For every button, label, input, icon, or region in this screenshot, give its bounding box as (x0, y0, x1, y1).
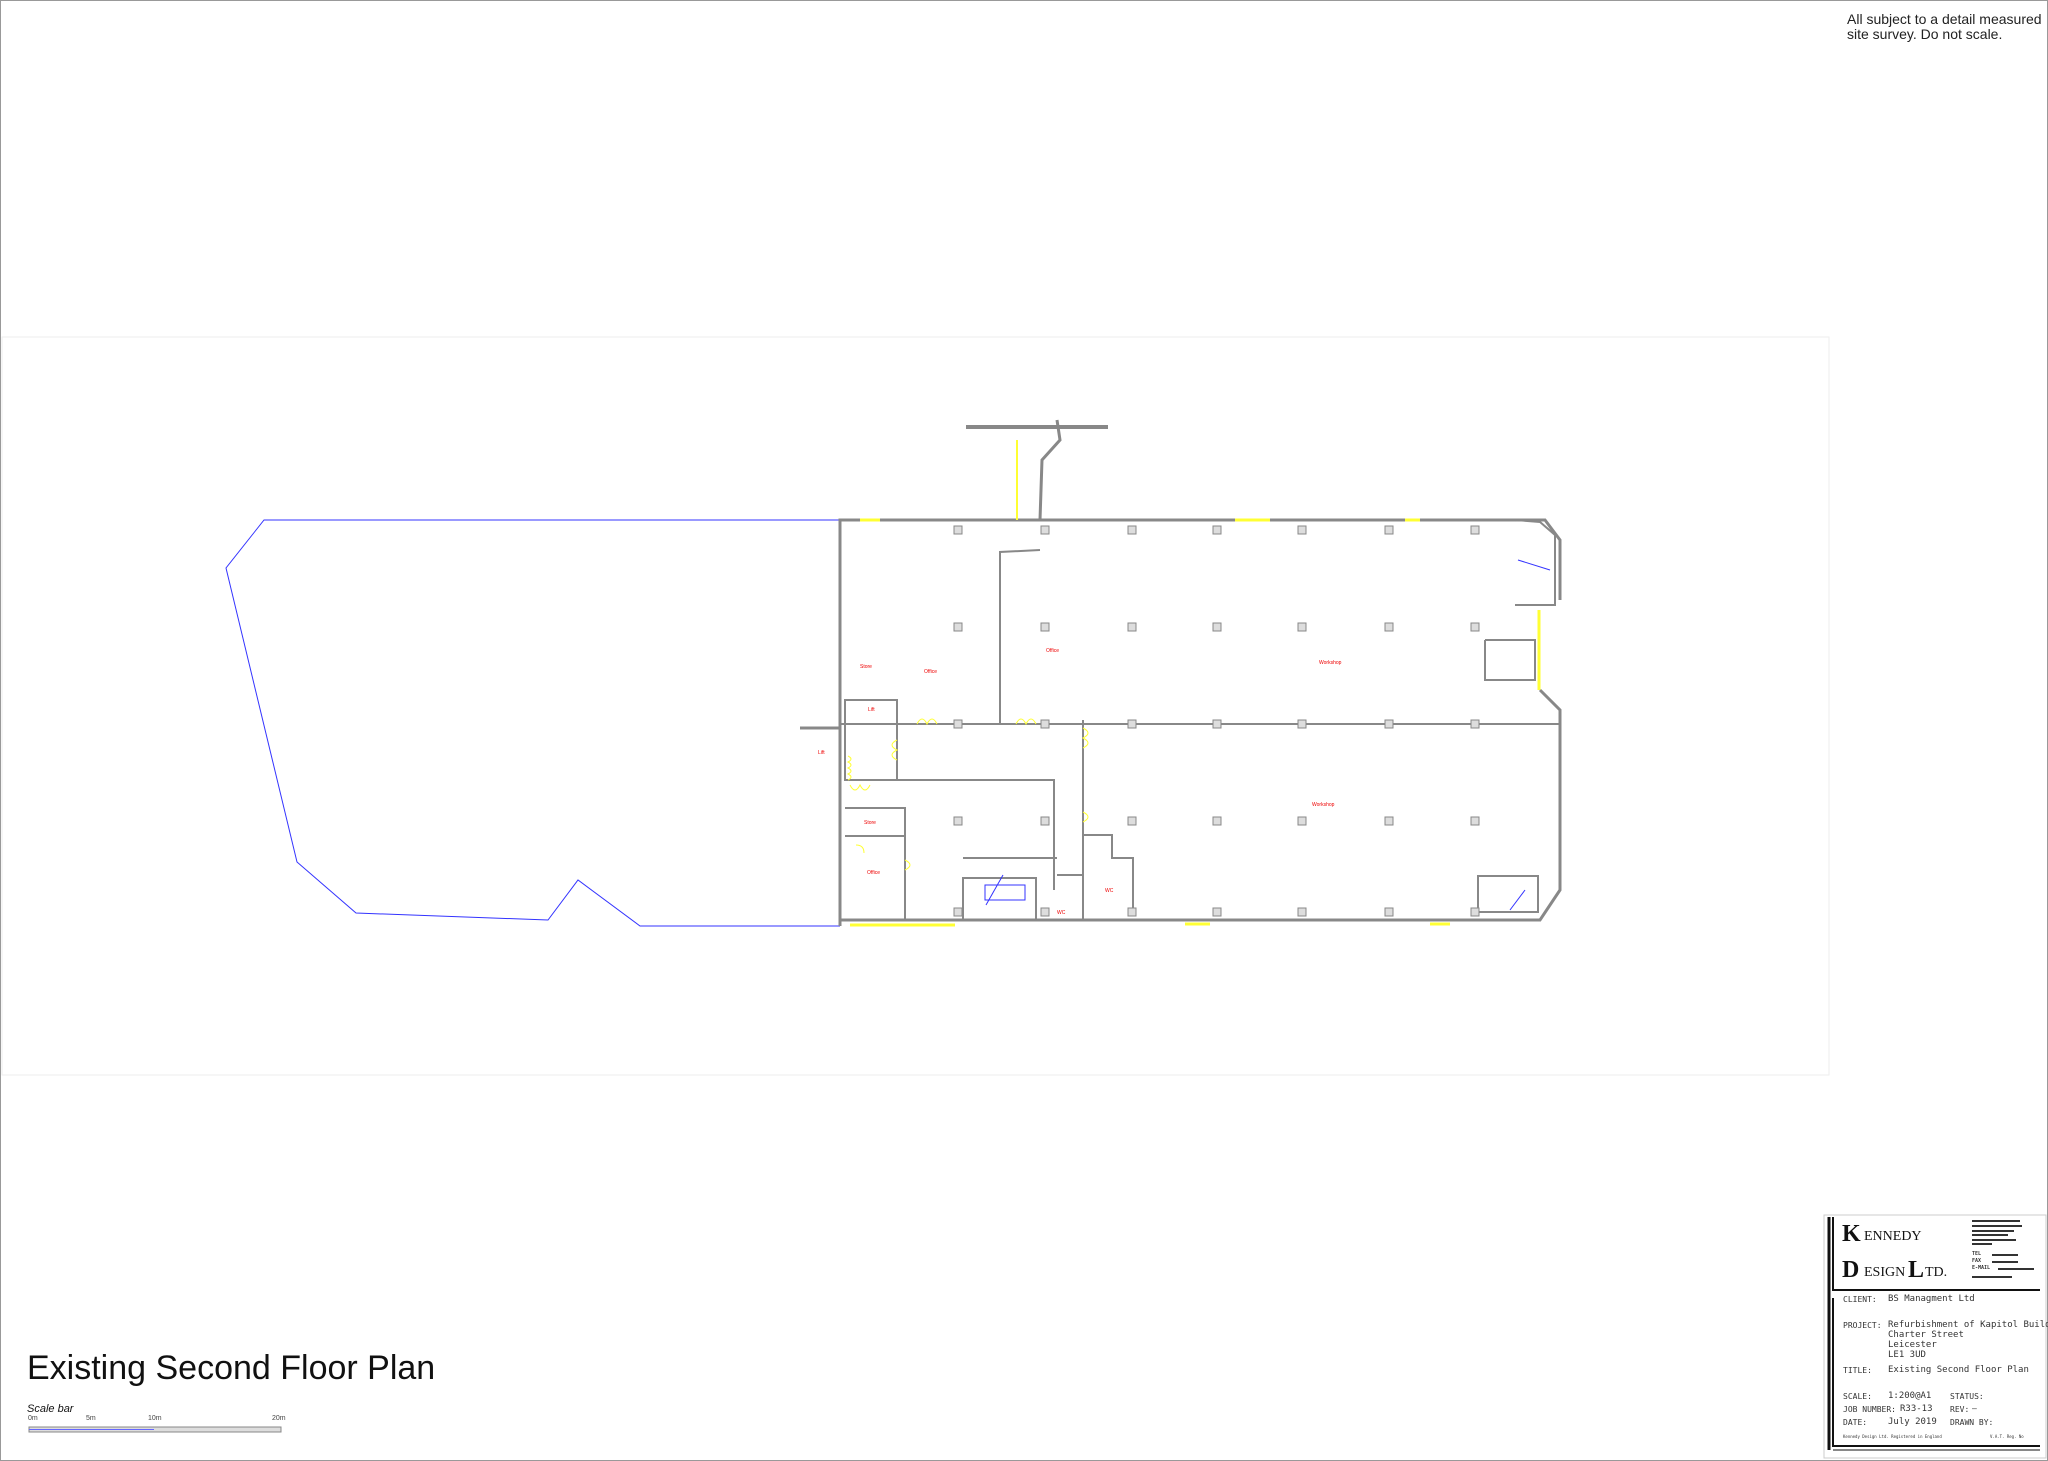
scale-label: SCALE: (1843, 1392, 1872, 1401)
client-value: BS Managment Ltd (1888, 1294, 1975, 1304)
structural-column (953, 719, 963, 729)
job-number-value: R33-13 (1900, 1404, 1933, 1414)
room-labels: Store Office Office Workshop Lift Lift S… (818, 648, 1342, 916)
project-line: Refurbishment of Kapitol Building (1888, 1320, 2048, 1330)
email-label: E-MAIL (1972, 1265, 1991, 1271)
windows-and-doors (846, 440, 1541, 927)
client-label: CLIENT: (1843, 1295, 1877, 1304)
structural-column (1127, 525, 1137, 535)
structural-column (1212, 816, 1222, 826)
structural-column (1212, 622, 1222, 632)
structural-column (1297, 525, 1307, 535)
structural-column (1127, 719, 1137, 729)
rev-label: REV: (1950, 1405, 1970, 1414)
structural-column (1470, 622, 1480, 632)
structural-column (1040, 816, 1050, 826)
date-label: DATE: (1843, 1418, 1868, 1427)
room-label-office: Office (924, 669, 937, 675)
rev-value: — (1972, 1404, 1977, 1413)
status-label: STATUS: (1950, 1392, 1984, 1401)
structural-column (953, 525, 963, 535)
room-label-wc: WC (1057, 910, 1066, 916)
structural-column (1212, 907, 1222, 917)
footer-registration: Kennedy Design Ltd. Registered in Englan… (1843, 1434, 1942, 1439)
structural-column (1127, 816, 1137, 826)
project-line: Charter Street (1888, 1330, 1964, 1340)
structural-column (1040, 907, 1050, 917)
structural-column (1040, 719, 1050, 729)
fax-label: FAX (1972, 1258, 1982, 1264)
drawing-frame (1, 336, 1830, 1076)
structural-column (1470, 907, 1480, 917)
room-label-lift: Lift (818, 750, 825, 756)
scale-value: 1:200@A1 (1888, 1391, 1932, 1401)
room-label-workshop: Workshop (1312, 802, 1335, 808)
structural-column (1297, 719, 1307, 729)
room-label-office: Office (867, 870, 880, 876)
structural-column (1470, 719, 1480, 729)
structural-column (1384, 816, 1394, 826)
project-line: Leicester (1888, 1340, 1937, 1350)
structural-column (1470, 525, 1480, 535)
scale-tick: 0m (28, 1415, 38, 1422)
structural-column (953, 907, 963, 917)
structural-column (1127, 907, 1137, 917)
site-boundary (225, 519, 840, 927)
title-value: Existing Second Floor Plan (1888, 1365, 2029, 1375)
scale-tick: 10m (148, 1415, 162, 1422)
title-label: TITLE: (1843, 1366, 1872, 1375)
scale-bar (28, 1426, 282, 1433)
scale-bar-label: Scale bar (27, 1403, 74, 1415)
company-address-illegible (1972, 1220, 2034, 1278)
room-label-office: Office (1046, 648, 1059, 654)
date-value: July 2019 (1888, 1417, 1937, 1427)
footer-vat: V.A.T. Reg. No (1990, 1434, 2024, 1439)
project-line: LE1 3UD (1888, 1350, 1926, 1360)
structural-column (1384, 907, 1394, 917)
structural-column (1297, 622, 1307, 632)
structural-column (1040, 622, 1050, 632)
structural-column (1127, 622, 1137, 632)
columns (953, 525, 1480, 917)
job-number-label: JOB NUMBER: (1843, 1405, 1896, 1414)
room-label-lift: Lift (868, 707, 875, 713)
project-label: PROJECT: (1843, 1321, 1882, 1330)
walls (800, 419, 1562, 926)
scale-tick: 5m (86, 1415, 96, 1422)
room-label-wc: WC (1105, 888, 1114, 894)
room-label-store: Store (864, 820, 876, 826)
structural-column (1384, 525, 1394, 535)
structural-column (953, 622, 963, 632)
structural-column (1470, 816, 1480, 826)
title-block-frame (1823, 1214, 2047, 1459)
tel-label: TEL (1972, 1251, 1982, 1257)
structural-column (1384, 719, 1394, 729)
room-label-workshop: Workshop (1319, 660, 1342, 666)
disclaimer-note: All subject to a detail measured site su… (1847, 11, 2042, 42)
structural-column (1384, 622, 1394, 632)
scale-tick: 20m (272, 1415, 286, 1422)
structural-column (1297, 816, 1307, 826)
room-label-store: Store (860, 664, 872, 670)
stairs (984, 559, 1551, 911)
structural-column (953, 816, 963, 826)
drawn-by-label: DRAWN BY: (1950, 1418, 1994, 1427)
structural-column (1040, 525, 1050, 535)
structural-column (1212, 525, 1222, 535)
structural-column (1297, 907, 1307, 917)
structural-column (1212, 719, 1222, 729)
plan-title: Existing Second Floor Plan (27, 1349, 436, 1387)
